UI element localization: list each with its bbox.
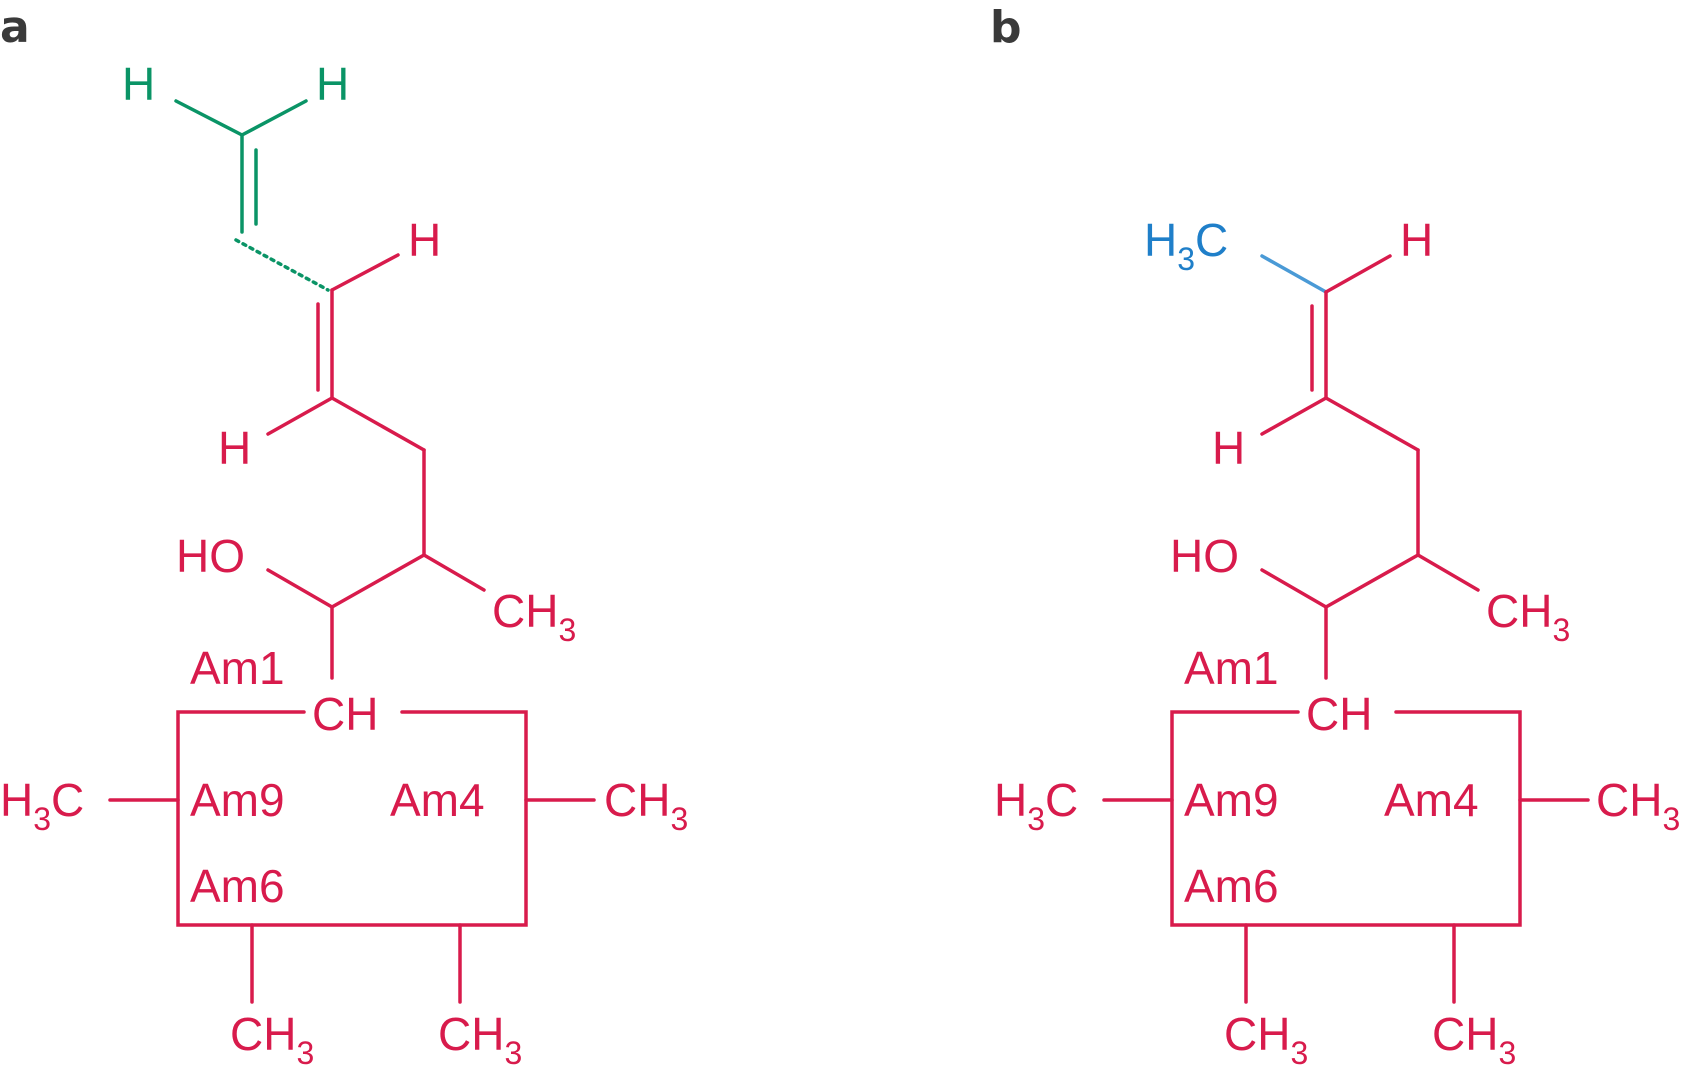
panel-b: b H3C H H HO CH3 Am1 CH Am9 Am4 Am6: [990, 2, 1680, 1071]
bond-h-top: [330, 253, 400, 292]
bond-chain-1-b: [1324, 396, 1420, 452]
vinyl-h-left: H: [122, 58, 155, 110]
bond-ho: [266, 568, 334, 609]
chain-bonds-b: [1102, 254, 1590, 1004]
bottom-methyl-left-b: CH3: [1224, 1008, 1308, 1071]
left-methyl-b: H3C: [994, 774, 1078, 837]
chain-bonds: [108, 253, 596, 1004]
right-methyl-b: CH3: [1596, 774, 1680, 837]
branch-methyl-b: CH3: [1486, 585, 1570, 648]
terminal-h-right: H: [1400, 214, 1433, 266]
bond-chain-3-b: [1324, 553, 1420, 609]
am6-label: Am6: [190, 860, 285, 912]
ring-ch-label-b: CH: [1306, 688, 1372, 740]
bond-h-left: [174, 99, 244, 137]
am1-label: Am1: [190, 642, 285, 694]
hydroxyl-label: HO: [176, 530, 245, 582]
am9-label: Am9: [190, 774, 285, 826]
bond-methyl-blue: [1260, 254, 1328, 294]
bond-h-right-b: [1324, 254, 1392, 294]
am1-label-b: Am1: [1184, 642, 1279, 694]
chain-h-top: H: [408, 214, 441, 266]
am6-label-b: Am6: [1184, 860, 1279, 912]
bond-chain-1: [330, 396, 426, 452]
bond-h-right: [240, 99, 308, 137]
ring-ch-label: CH: [312, 688, 378, 740]
right-methyl: CH3: [604, 774, 688, 837]
terminal-methyl: H3C: [1144, 214, 1228, 277]
bond-chain-3: [330, 553, 426, 609]
ring-box-b: [1170, 710, 1522, 927]
panel-a-label: a: [0, 2, 30, 53]
ring-box: [176, 710, 528, 927]
panel-b-label: b: [990, 2, 1022, 53]
vinyl-h-right: H: [316, 58, 349, 110]
left-methyl: H3C: [0, 774, 84, 837]
am4-label: Am4: [390, 774, 485, 826]
bond-h-bottom: [266, 396, 334, 436]
panel-a: a H H H: [0, 2, 688, 1071]
bottom-methyl-right-b: CH3: [1432, 1008, 1516, 1071]
bottom-methyl-left: CH3: [230, 1008, 314, 1071]
hydroxyl-label-b: HO: [1170, 530, 1239, 582]
branch-methyl: CH3: [492, 585, 576, 648]
bond-methyl: [422, 553, 486, 592]
am4-label-b: Am4: [1384, 774, 1479, 826]
bond-methyl-b: [1416, 553, 1480, 592]
vinyl-group: [174, 99, 330, 292]
bottom-methyl-right: CH3: [438, 1008, 522, 1071]
bond-ho-b: [1260, 568, 1328, 609]
hashed-wedge-bond: [234, 238, 330, 292]
bond-h-bottom-b: [1260, 396, 1328, 436]
am9-label-b: Am9: [1184, 774, 1279, 826]
chain-h-bottom-b: H: [1212, 422, 1245, 474]
chain-h-bottom: H: [218, 422, 251, 474]
